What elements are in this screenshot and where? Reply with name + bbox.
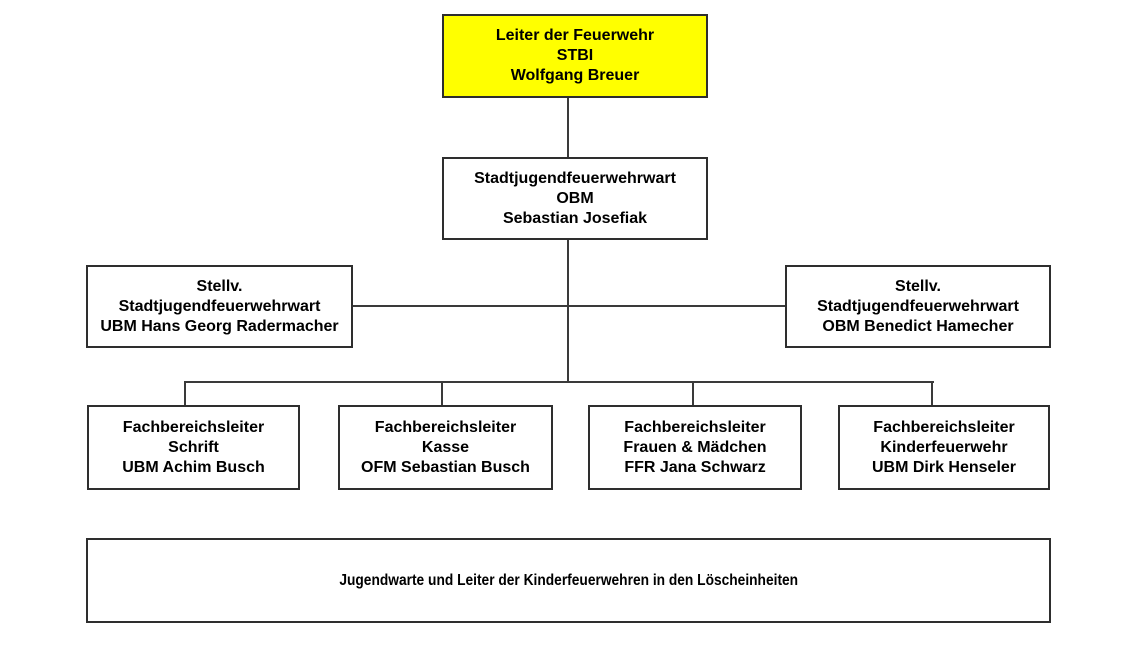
org-box-fachbereichsleiter-frauen-maedchen: Fachbereichsleiter Frauen & Mädchen FFR … <box>588 405 802 490</box>
connector-drop-schrift <box>184 381 186 405</box>
org-box-leiter-der-feuerwehr: Leiter der Feuerwehr STBI Wolfgang Breue… <box>442 14 708 98</box>
person-name: UBM Dirk Henseler <box>871 458 1017 476</box>
connector-stellv-crossbar <box>353 305 785 307</box>
org-box-jugendwarte-loescheinheiten: Jugendwarte und Leiter der Kinderfeuerwe… <box>86 538 1051 623</box>
role-title: Stellv. <box>895 277 941 295</box>
org-box-fachbereichsleiter-kinderfeuerwehr: Fachbereichsleiter Kinderfeuerwehr UBM D… <box>838 405 1050 490</box>
person-name: UBM Hans Georg Radermacher <box>100 317 339 335</box>
role-title: Fachbereichsleiter <box>374 418 517 436</box>
role-title: Fachbereichsleiter <box>873 418 1015 436</box>
person-name: Sebastian Josefiak <box>502 209 648 227</box>
connector-drop-kasse <box>441 381 443 405</box>
connector-leader-to-jugendwart <box>567 98 569 158</box>
department: Schrift <box>168 438 219 456</box>
role-title: Leiter der Feuerwehr <box>495 27 655 44</box>
role-title: Stadtjugendfeuerwehrwart <box>118 297 321 315</box>
role-title: Fachbereichsleiter <box>624 418 766 436</box>
department: Frauen & Mädchen <box>623 438 767 456</box>
person-name: Wolfgang Breuer <box>510 67 640 84</box>
org-box-fachbereichsleiter-schrift: Fachbereichsleiter Schrift UBM Achim Bus… <box>87 405 300 490</box>
role-title: Fachbereichsleiter <box>122 418 265 436</box>
role-title: Stellv. <box>196 277 243 295</box>
rank: STBI <box>556 47 594 64</box>
person-name: UBM Achim Busch <box>122 458 265 476</box>
department: Kasse <box>421 438 470 456</box>
connector-fachbereich-crossbar <box>184 381 934 383</box>
rank: OBM <box>556 189 594 207</box>
person-name: OFM Sebastian Busch <box>361 458 530 476</box>
org-box-fachbereichsleiter-kasse: Fachbereichsleiter Kasse OFM Sebastian B… <box>338 405 553 490</box>
role-title: Stadtjugendfeuerwehrwart <box>474 169 676 187</box>
department: Kinderfeuerwehr <box>880 438 1008 456</box>
person-name: FFR Jana Schwarz <box>624 458 766 476</box>
connector-drop-frauen-maedchen <box>692 381 694 405</box>
role-title: Stadtjugendfeuerwehrwart <box>817 297 1019 315</box>
org-box-stadtjugendfeuerwehrwart: Stadtjugendfeuerwehrwart OBM Sebastian J… <box>442 157 708 240</box>
org-box-stellv-stadtjugendfeuerwehrwart-left: Stellv. Stadtjugendfeuerwehrwart UBM Han… <box>86 265 353 348</box>
org-box-stellv-stadtjugendfeuerwehrwart-right: Stellv. Stadtjugendfeuerwehrwart OBM Ben… <box>785 265 1051 348</box>
group-label: Jugendwarte und Leiter der Kinderfeuerwe… <box>339 571 798 589</box>
connector-jugendwart-trunk <box>567 240 569 382</box>
person-name: OBM Benedict Hamecher <box>822 317 1014 335</box>
connector-drop-kinderfeuerwehr <box>931 381 933 405</box>
